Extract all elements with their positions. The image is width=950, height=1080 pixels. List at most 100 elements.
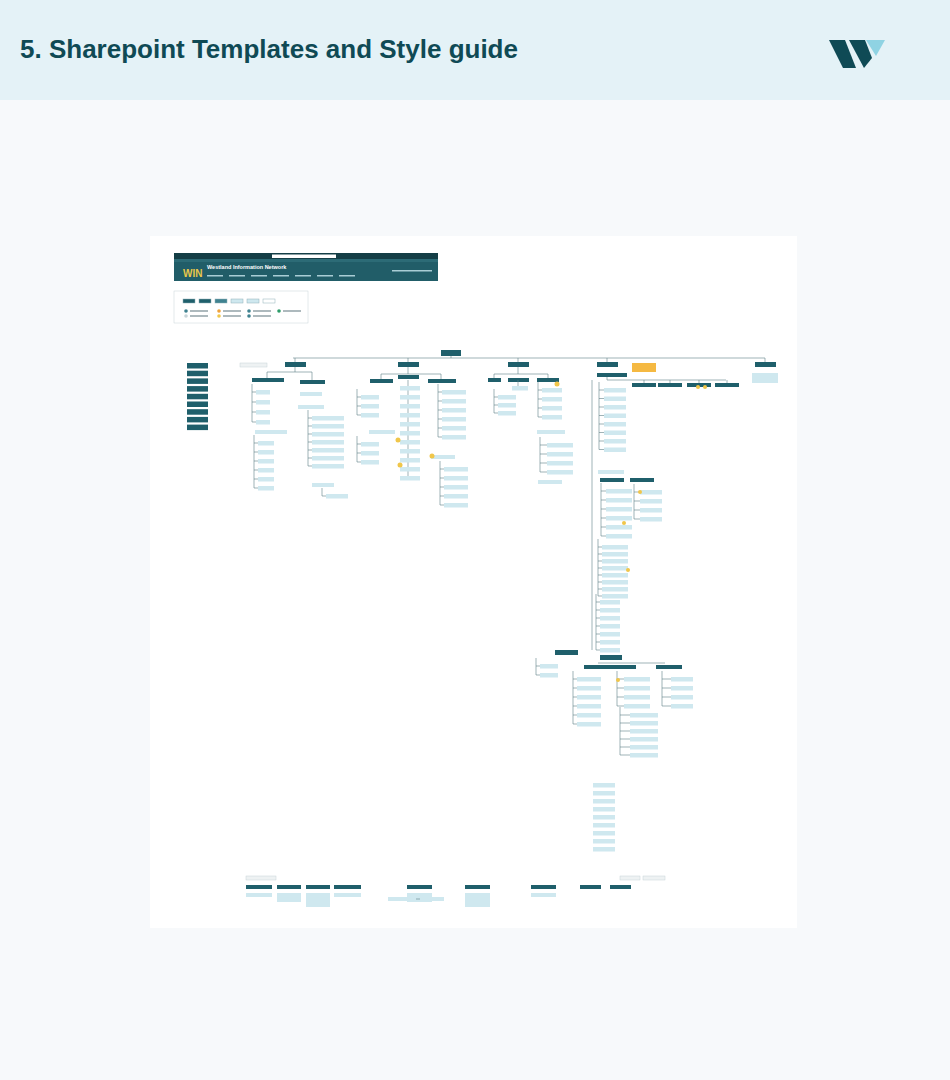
page-box xyxy=(361,442,379,447)
page-box xyxy=(593,807,615,812)
page-box xyxy=(444,467,468,472)
nav-box xyxy=(187,417,208,423)
page-box xyxy=(602,545,628,550)
key-text-mark xyxy=(253,315,271,317)
page-box xyxy=(442,408,466,413)
page-box xyxy=(624,704,650,709)
page-box xyxy=(671,677,693,682)
branch-line xyxy=(634,510,640,511)
tree-line xyxy=(607,377,726,380)
tree-line xyxy=(536,658,537,675)
sub-section-box xyxy=(252,378,284,382)
page-box xyxy=(538,480,562,484)
tree-line xyxy=(293,358,765,359)
page-box xyxy=(542,397,562,402)
page-box xyxy=(604,388,626,393)
page-box xyxy=(542,388,562,393)
branch-line xyxy=(308,466,312,467)
section-box xyxy=(246,885,272,889)
page-box xyxy=(400,431,420,436)
page-box xyxy=(400,386,420,391)
key-text-mark xyxy=(283,310,301,312)
sub-section-box xyxy=(610,665,636,669)
branch-line xyxy=(573,724,577,725)
branch-line xyxy=(634,501,640,502)
branch-line xyxy=(357,444,361,445)
page-box xyxy=(547,443,573,448)
key-dot xyxy=(277,309,281,313)
page-box xyxy=(624,677,650,682)
branch-line xyxy=(357,406,361,407)
branch-line xyxy=(252,392,256,393)
page-box xyxy=(593,783,615,788)
branch-line xyxy=(357,415,361,416)
page-box xyxy=(400,395,420,400)
nav-box xyxy=(187,363,208,369)
search-box xyxy=(272,255,336,259)
tree-line xyxy=(617,671,618,706)
page-box xyxy=(640,490,662,495)
sub-section-box xyxy=(656,665,682,669)
branch-line xyxy=(620,739,630,740)
page-box xyxy=(258,486,274,491)
branch-line xyxy=(573,715,577,716)
nav-box xyxy=(187,402,208,408)
note-box xyxy=(246,876,276,880)
page-box xyxy=(300,392,322,396)
key-dot xyxy=(184,314,188,318)
tree-line xyxy=(295,372,312,380)
tree-line xyxy=(727,380,728,383)
branch-line xyxy=(538,408,542,409)
branch-line xyxy=(598,589,602,590)
sub-section-box xyxy=(255,430,287,434)
branch-line xyxy=(494,405,498,406)
page-box xyxy=(604,414,626,419)
tree-line xyxy=(322,488,323,496)
flag-dot xyxy=(616,678,620,682)
branch-line xyxy=(438,419,442,420)
key-swatch xyxy=(247,299,259,303)
page-box xyxy=(547,461,573,466)
page-box xyxy=(640,499,662,504)
branch-line xyxy=(308,442,312,443)
page-box xyxy=(361,413,379,418)
branch-line xyxy=(601,509,606,510)
page-box xyxy=(277,893,301,902)
page-box xyxy=(312,483,334,487)
branch-line xyxy=(536,666,540,667)
tree-line xyxy=(252,384,253,422)
slide-title: 5. Sharepoint Templates and Style guide xyxy=(20,34,518,65)
page-box xyxy=(540,673,558,678)
branch-line xyxy=(596,650,600,651)
flag-dot xyxy=(396,438,401,443)
branch-line xyxy=(254,470,258,471)
flag-dot xyxy=(703,385,707,389)
page-box xyxy=(593,799,615,804)
flag-dot xyxy=(638,490,642,494)
page-box xyxy=(361,395,379,400)
section-box xyxy=(580,885,601,889)
nav-box xyxy=(187,371,208,377)
section-box xyxy=(610,885,631,889)
page-box xyxy=(577,722,601,727)
page-box xyxy=(600,616,620,621)
page-box xyxy=(361,460,379,465)
page-box xyxy=(577,704,601,709)
nav-box xyxy=(187,409,208,415)
sub-section-box xyxy=(658,383,682,387)
page-box xyxy=(258,459,274,464)
branch-line xyxy=(617,706,624,707)
branch-line xyxy=(438,428,442,429)
tree-line xyxy=(598,663,665,664)
tree-line xyxy=(267,367,295,378)
page-box xyxy=(246,893,272,897)
tree-line xyxy=(408,358,409,362)
page-box xyxy=(600,632,620,637)
page-box xyxy=(542,406,562,411)
page-box xyxy=(602,552,628,557)
branch-line xyxy=(617,688,624,689)
key-dot xyxy=(247,314,251,318)
key-swatch xyxy=(215,299,227,303)
note-box xyxy=(632,363,656,372)
tree-line xyxy=(765,358,766,362)
